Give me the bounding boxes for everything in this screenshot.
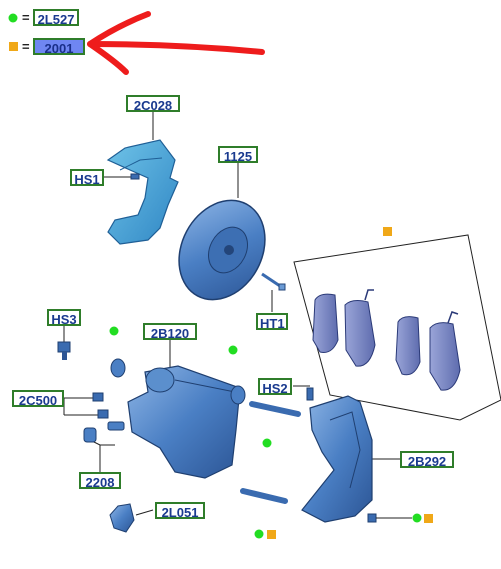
callout-2b292[interactable]: 2B292 [400,451,454,469]
green-dot-pin-upper [262,438,272,448]
legend-code-2l527[interactable]: 2L527 [33,9,79,27]
orange-square-pin-lower [267,530,276,539]
red-arrow [87,11,265,75]
bolt-hs1 [130,173,140,180]
callout-2c500[interactable]: 2C500 [12,390,64,408]
clip-2l051 [109,503,135,533]
leader-lines [63,112,400,516]
brake-disc-1125 [178,199,266,301]
orange-square-legend [9,42,18,51]
bolt-hs2 [306,387,314,401]
green-dot-screw [412,513,422,523]
green-dot-pin-lower [254,529,264,539]
callout-2b120[interactable]: 2B120 [143,323,197,341]
callout-1125[interactable]: 1125 [218,146,258,164]
callout-2c028[interactable]: 2C028 [126,95,180,113]
brake-pads [312,289,461,391]
callout-hs1[interactable]: HS1 [70,169,104,187]
callout-2l051[interactable]: 2L051 [155,502,205,520]
caliper-bracket-2b292 [301,395,373,523]
piston-seal-2208 [83,421,125,443]
callout-hs2[interactable]: HS2 [258,378,292,396]
callout-ht1[interactable]: HT1 [256,313,288,331]
legend-equals-1: = [22,10,30,25]
brake-caliper-2b120 [127,365,241,479]
guide-boot-right [230,385,246,405]
markers [8,13,433,539]
green-dot-boot-right [228,345,238,355]
caliper-bracket-shield-2c028 [106,139,179,245]
orange-square-screw [424,514,433,523]
guide-boot-left [110,358,126,378]
legend-equals-2: = [22,39,30,54]
green-dot-boot-left [109,326,119,336]
callout-2208[interactable]: 2208 [79,472,121,490]
callout-hs3[interactable]: HS3 [47,309,81,327]
bleed-screw-hs3 [57,341,71,360]
screw-ht1 [261,272,286,291]
brake-pad-kit-frame [293,234,501,421]
bleed-parts-2c500 [92,392,109,419]
green-dot-legend [8,13,18,23]
screw-2l527 [367,513,412,523]
guide-pin-upper [249,401,301,417]
guide-pin-lower [240,488,288,504]
legend-code-2001[interactable]: 2001 [33,38,85,56]
orange-square-pad-kit [383,227,392,236]
